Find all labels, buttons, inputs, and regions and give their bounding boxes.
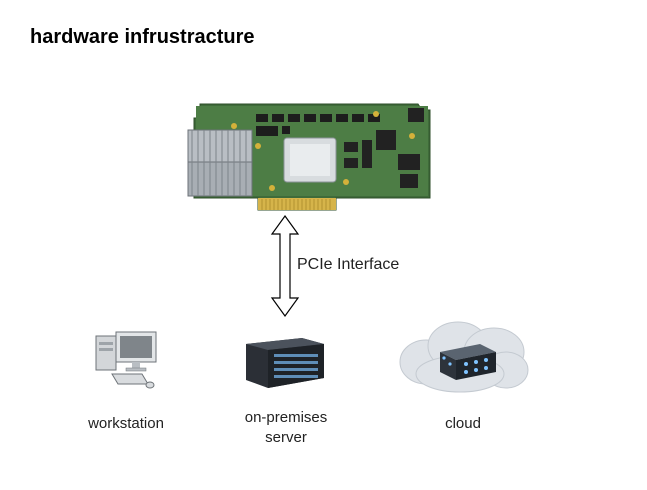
bidirectional-arrow <box>270 214 300 318</box>
workstation-label: workstation <box>88 415 164 432</box>
server-label-line2: server <box>265 429 307 446</box>
pcie-interface-label: PCIe Interface <box>297 256 400 273</box>
cloud-icon <box>399 321 529 393</box>
page-title: hardware infrustracture <box>30 26 255 48</box>
server-label-line1: on-premises <box>244 409 328 426</box>
workstation-icon <box>95 331 157 389</box>
server-icon <box>246 338 324 388</box>
cloud-label: cloud <box>445 415 481 432</box>
server-label: on-premises server <box>226 408 346 448</box>
fpga-board-image <box>187 103 431 211</box>
